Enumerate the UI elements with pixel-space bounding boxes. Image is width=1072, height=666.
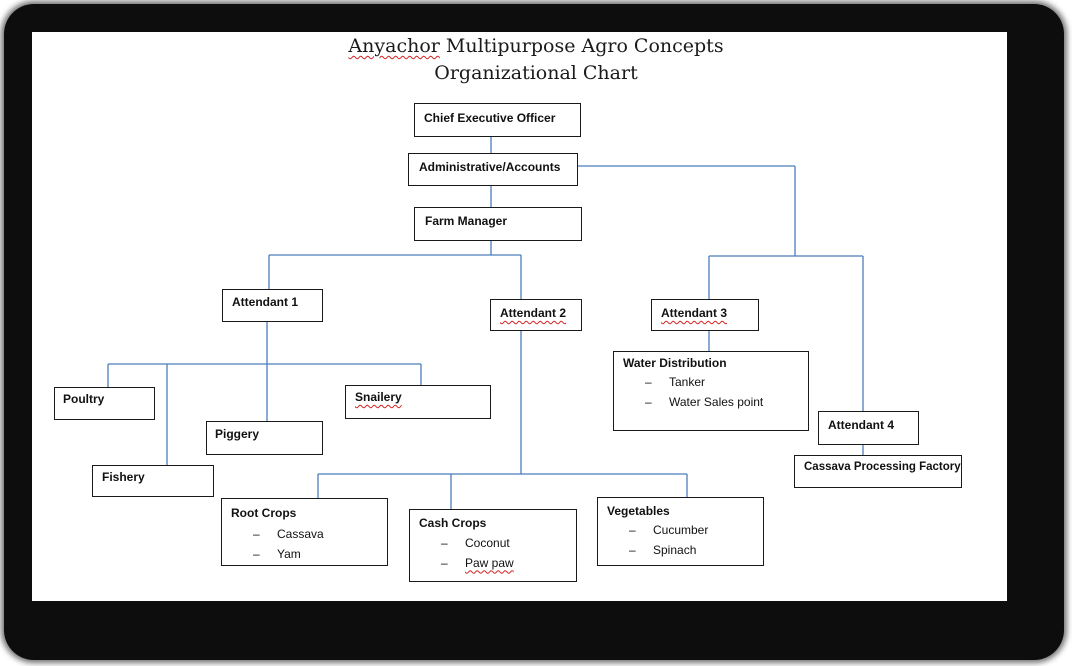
node-vegetables: Vegetables –Cucumber –Spinach xyxy=(597,497,764,566)
node-poultry-label: Poultry xyxy=(63,392,105,406)
node-farm-manager: Farm Manager xyxy=(414,207,582,241)
node-attendant-1: Attendant 1 xyxy=(222,289,323,322)
node-attendant-3-label: Attendant 3 xyxy=(661,306,727,320)
node-attendant-1-label: Attendant 1 xyxy=(232,295,298,309)
node-water-distribution: Water Distribution –Tanker –Water Sales … xyxy=(613,351,809,431)
node-admin-accounts-label: Administrative/Accounts xyxy=(419,160,561,174)
node-farm-manager-label: Farm Manager xyxy=(425,214,508,228)
node-root-crops: Root Crops –Cassava –Yam xyxy=(221,498,388,566)
node-fishery: Fishery xyxy=(92,465,214,497)
vegetables-list: –Cucumber –Spinach xyxy=(629,521,708,560)
list-item: –Spinach xyxy=(629,542,697,557)
node-attendant-2: Attendant 2 xyxy=(490,299,582,331)
chart-title-line2: Organizational Chart xyxy=(434,62,638,84)
node-piggery: Piggery xyxy=(206,421,323,455)
node-ceo: Chief Executive Officer xyxy=(414,103,581,137)
list-item: –Paw paw xyxy=(441,555,514,570)
node-cash-crops-title: Cash Crops xyxy=(419,516,487,530)
cash-crops-list: –Coconut –Paw paw xyxy=(441,534,514,573)
water-distribution-list: –Tanker –Water Sales point xyxy=(645,373,763,412)
chart-title-line1: Anyachor Multipurpose Agro Concepts xyxy=(0,33,1072,60)
node-attendant-4-label: Attendant 4 xyxy=(828,418,894,432)
node-water-distribution-title: Water Distribution xyxy=(623,356,727,370)
node-snailery: Snailery xyxy=(345,385,491,419)
node-root-crops-title: Root Crops xyxy=(231,506,297,520)
node-attendant-2-label: Attendant 2 xyxy=(500,306,566,320)
node-fishery-label: Fishery xyxy=(102,470,145,484)
node-piggery-label: Piggery xyxy=(215,427,260,441)
list-item: –Cucumber xyxy=(629,523,709,537)
title-company-rest: Multipurpose Agro Concepts xyxy=(439,35,724,57)
node-poultry: Poultry xyxy=(54,387,155,420)
node-attendant-4: Attendant 4 xyxy=(818,411,919,445)
node-cash-crops: Cash Crops –Coconut –Paw paw xyxy=(409,509,577,582)
title-company-word: Anyachor xyxy=(348,35,440,57)
root-crops-list: –Cassava –Yam xyxy=(253,525,324,564)
list-item: –Cassava xyxy=(253,527,324,541)
list-item: –Water Sales point xyxy=(645,394,764,409)
list-item: –Coconut xyxy=(441,536,510,550)
node-admin-accounts: Administrative/Accounts xyxy=(408,153,578,186)
node-vegetables-title: Vegetables xyxy=(607,504,670,518)
node-cassava-processing-factory-label: Cassava Processing Factory xyxy=(804,461,961,473)
list-item: –Tanker xyxy=(645,375,706,389)
node-attendant-3: Attendant 3 xyxy=(651,299,759,331)
node-cassava-processing-factory: Cassava Processing Factory xyxy=(794,455,962,488)
node-snailery-label: Snailery xyxy=(355,390,402,404)
node-ceo-label: Chief Executive Officer xyxy=(424,111,556,125)
list-item: –Yam xyxy=(253,546,301,561)
